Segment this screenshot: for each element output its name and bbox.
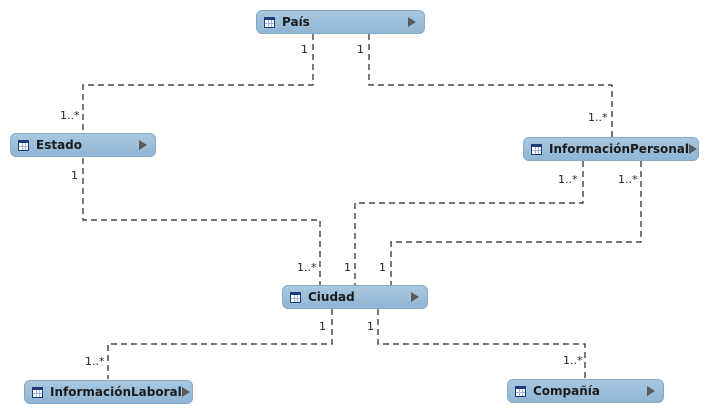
multiplicity-label: 1 (71, 169, 78, 182)
table-icon (515, 385, 526, 397)
multiplicity-label: 1 (367, 320, 374, 333)
table-icon (290, 291, 301, 303)
expand-arrow-icon[interactable] (411, 292, 419, 302)
entity-informacion-laboral[interactable]: InformaciónLaboral (24, 380, 193, 404)
multiplicity-label: 1 (319, 320, 326, 333)
entity-name: Ciudad (308, 290, 355, 304)
multiplicity-label: 1 (344, 261, 351, 274)
multiplicity-label: 1..* (297, 261, 317, 274)
entity-name: País (282, 15, 310, 29)
table-icon (531, 143, 542, 155)
table-icon (18, 139, 29, 151)
entity-pais[interactable]: País (256, 10, 425, 34)
entity-name: Estado (36, 138, 83, 152)
expand-arrow-icon[interactable] (408, 17, 416, 27)
multiplicity-label: 1 (301, 43, 308, 56)
edge-pais-informacion-personal (368, 34, 613, 137)
edge-infopersonal-ciudad-b (390, 161, 642, 285)
entity-name: InformaciónPersonal (549, 142, 689, 156)
entity-name: InformaciónLaboral (50, 385, 182, 399)
expand-arrow-icon[interactable] (139, 140, 147, 150)
edge-estado-ciudad (82, 158, 321, 285)
edge-ciudad-compania (377, 309, 586, 379)
edge-pais-estado (82, 34, 314, 133)
table-icon (32, 386, 43, 398)
edge-ciudad-infolaboral (107, 309, 333, 379)
multiplicity-label: 1..* (558, 173, 578, 186)
multiplicity-label: 1..* (563, 354, 583, 367)
entity-ciudad[interactable]: Ciudad (282, 285, 428, 309)
edge-infopersonal-ciudad-a (354, 161, 584, 285)
multiplicity-label: 1..* (618, 173, 638, 186)
multiplicity-label: 1 (379, 261, 386, 274)
entity-compania[interactable]: Compañía (507, 379, 664, 403)
multiplicity-label: 1..* (85, 355, 105, 368)
expand-arrow-icon[interactable] (689, 144, 697, 154)
entity-name: Compañía (533, 384, 600, 398)
table-icon (264, 16, 275, 28)
multiplicity-label: 1..* (588, 111, 608, 124)
expand-arrow-icon[interactable] (181, 387, 190, 397)
entity-estado[interactable]: Estado (10, 133, 156, 157)
multiplicity-label: 1 (357, 43, 364, 56)
expand-arrow-icon[interactable] (647, 386, 655, 396)
multiplicity-label: 1..* (60, 109, 80, 122)
entity-informacion-personal[interactable]: InformaciónPersonal (523, 137, 699, 161)
